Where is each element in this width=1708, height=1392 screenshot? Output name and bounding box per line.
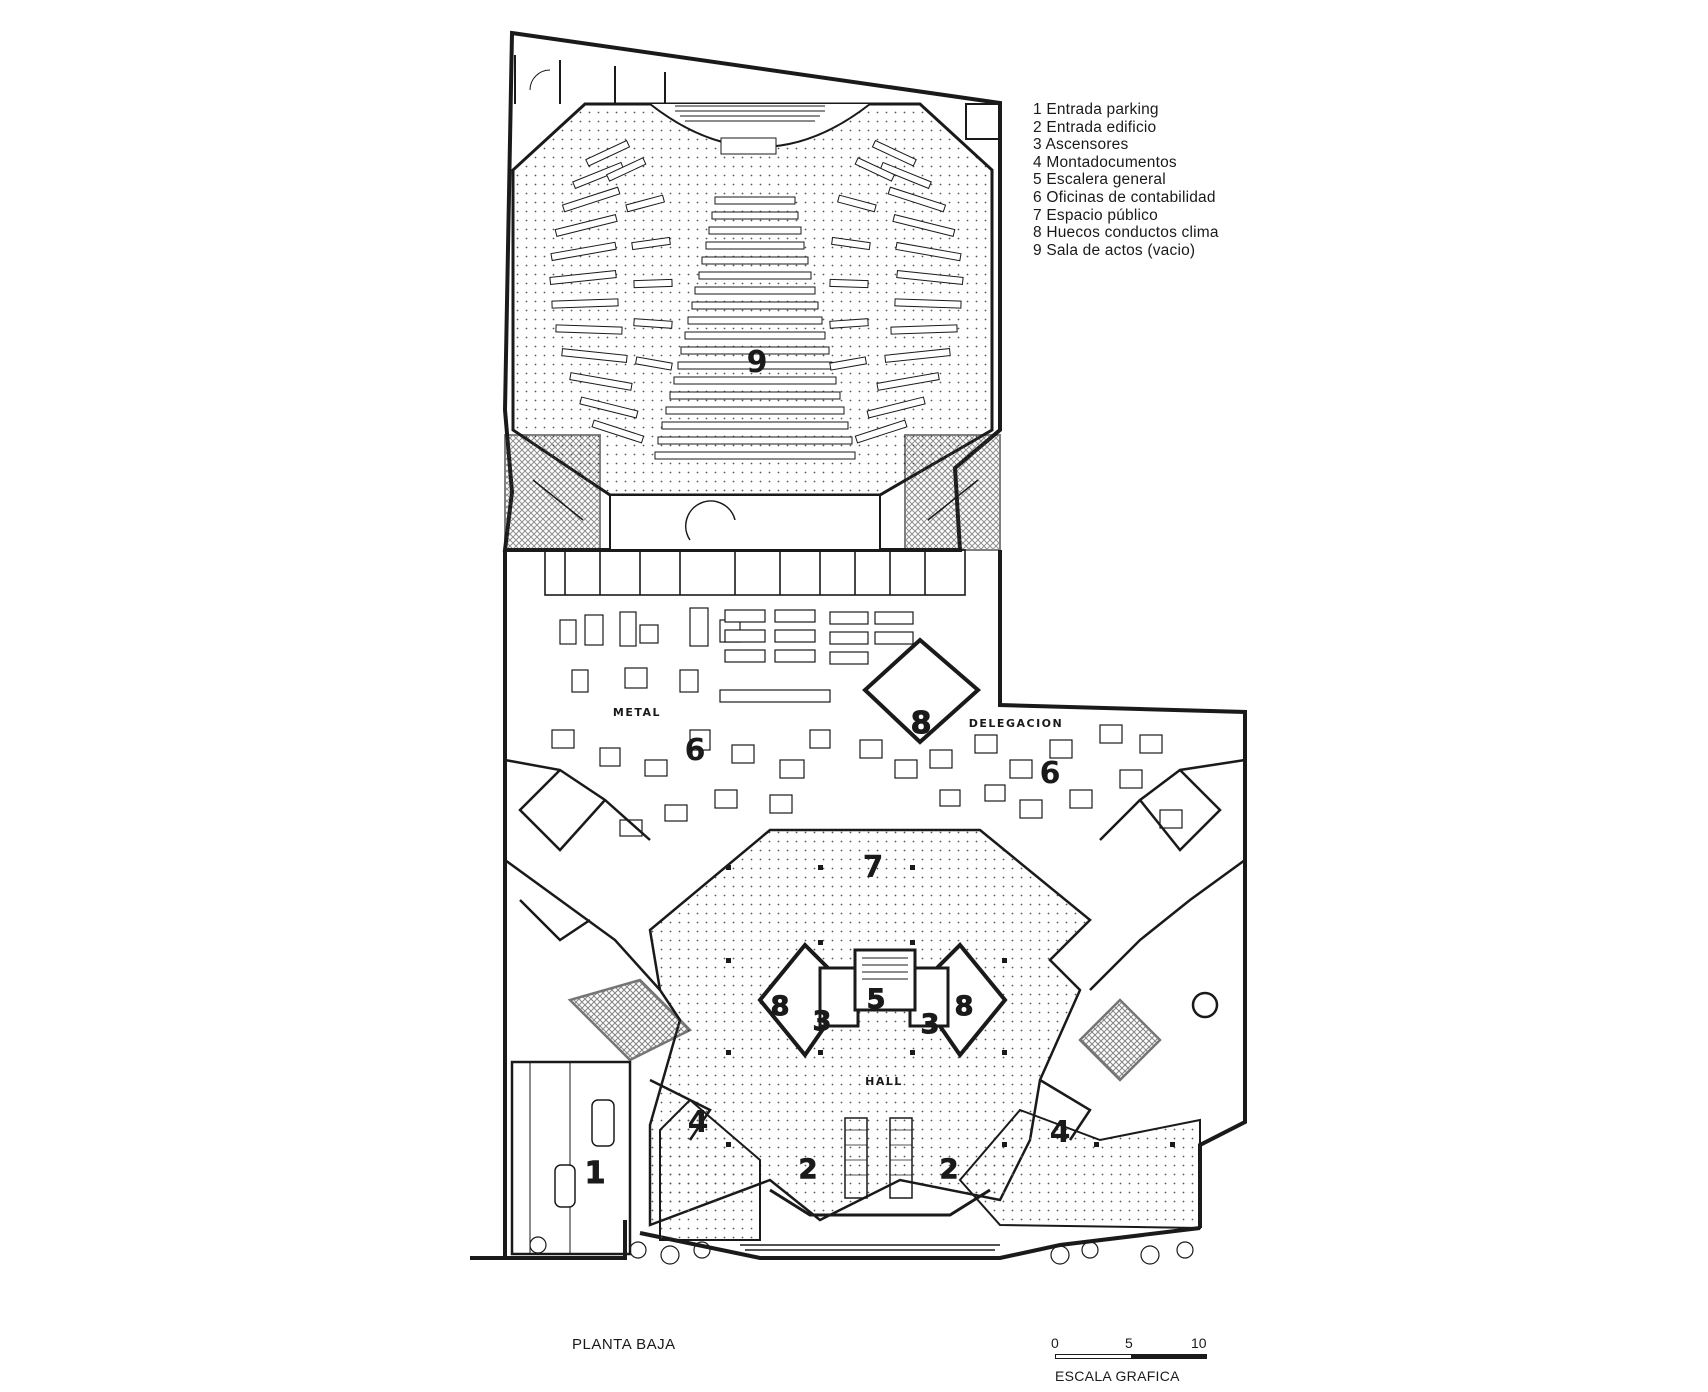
office-desks-metal: [551, 607, 831, 837]
scale-tick-5: 5: [1125, 1335, 1133, 1351]
public-space-floor: [648, 828, 1092, 1227]
room-number-6-right: 6: [1040, 756, 1061, 791]
seating-left: [549, 139, 673, 444]
room-number-8-right: 8: [955, 991, 974, 1022]
room-number-3-right: 3: [921, 1009, 940, 1040]
north-service-rooms: [514, 55, 1001, 140]
wing-left-offices: [504, 758, 712, 1141]
room-number-4-left: 4: [688, 1105, 709, 1140]
duct-shaft-top: 8: [862, 637, 982, 745]
side-cores: [504, 434, 1001, 551]
legend-item: 1 Entrada parking: [1033, 101, 1159, 118]
area-label-hall: HALL: [865, 1075, 903, 1088]
room-number-9: 9: [747, 345, 768, 380]
wing-right-offices: [1039, 758, 1246, 1141]
office-desks-delegacion: [859, 724, 1183, 829]
stair-treads: [862, 957, 908, 980]
scale-graphic: [1055, 1354, 1207, 1359]
legend-item: 7 Espacio público: [1033, 206, 1158, 224]
legend-item: 5 Escalera general: [1033, 171, 1166, 189]
seating-center: [654, 196, 856, 460]
room-number-2-left: 2: [799, 1154, 818, 1185]
legend-item: 2 Entrada edificio: [1033, 118, 1157, 136]
scale-bar: 0 5 10 ESCALA GRAFICA: [1051, 1335, 1211, 1387]
parking-ramp: 1: [510, 1060, 632, 1256]
office-desks-center: [719, 609, 914, 703]
stage-steps: [675, 105, 825, 155]
office-cells-top: [544, 549, 966, 596]
room-number-1: 1: [585, 1156, 606, 1191]
scale-tick-0: 0: [1051, 1335, 1059, 1351]
drawing-title: PLANTA BAJA: [572, 1336, 676, 1353]
seating-right: [829, 139, 964, 444]
legend: 1 Entrada parking 2 Entrada edificio 3 A…: [1033, 101, 1219, 259]
room-number-8-left: 8: [771, 991, 790, 1022]
main-entrance: 2 2: [740, 1117, 1000, 1251]
scale-caption: ESCALA GRAFICA: [1055, 1368, 1180, 1384]
auditorium: 9: [502, 30, 1002, 552]
room-number-6-left: 6: [685, 733, 706, 768]
central-core: 8 3 5 3 8: [757, 942, 1008, 1059]
room-number-3-left: 3: [813, 1006, 832, 1037]
room-number-2-right: 2: [940, 1154, 959, 1185]
legend-item: 6 Oficinas de contabilidad: [1033, 188, 1216, 206]
area-label-delegacion: DELEGACION: [969, 717, 1063, 730]
scale-tick-10: 10: [1191, 1335, 1207, 1351]
room-number-5: 5: [867, 984, 886, 1015]
hall-columns: [726, 865, 1175, 1147]
area-label-metal: METAL: [613, 706, 661, 719]
legend-item: 4 Montadocumentos: [1033, 153, 1177, 171]
legend-item: 3 Ascensores: [1033, 136, 1129, 154]
legend-item: 8 Huecos conductos clima: [1033, 224, 1219, 242]
legend-item: 9 Sala de actos (vacio): [1033, 241, 1196, 259]
room-number-7: 7: [863, 850, 884, 885]
room-number-4-right: 4: [1050, 1115, 1071, 1150]
plantings: [529, 1236, 1194, 1265]
room-number-8-top: 8: [911, 706, 932, 741]
